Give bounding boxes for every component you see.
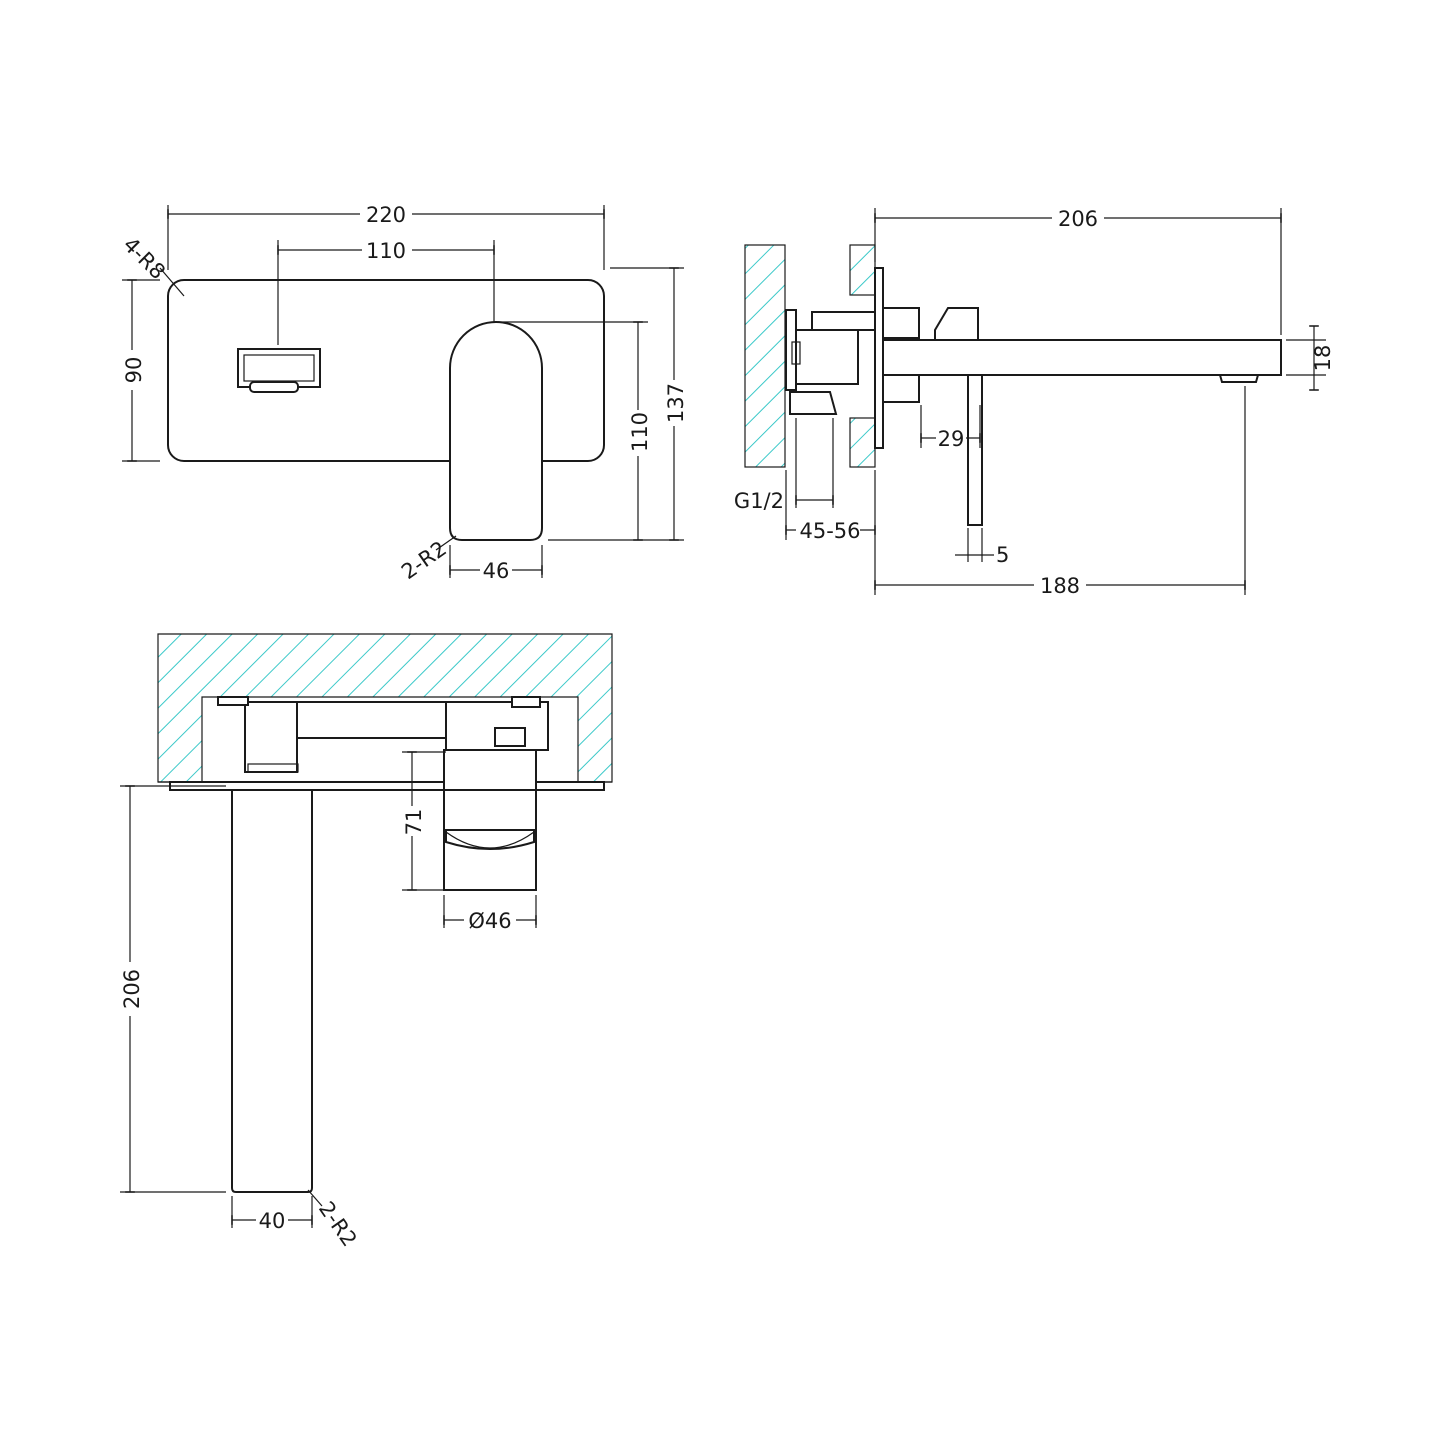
dim-inlet-thread: G1/2 — [734, 489, 784, 513]
handle-front — [449, 321, 543, 541]
dim-plate-height: 90 — [122, 357, 146, 384]
valve-body — [785, 309, 877, 415]
spout-side — [882, 339, 1282, 376]
dim-handle-width: 46 — [483, 559, 510, 583]
backplate — [167, 279, 605, 462]
backplate-edge — [874, 267, 884, 449]
side-view: 206 18 29 G1/2 45-56 5 188 — [734, 204, 1335, 598]
dim-handle-radius: 2-R2 — [397, 536, 451, 584]
dim-handle-height: 110 — [628, 412, 652, 452]
front-view: 220 110 4-R8 90 110 137 46 — [118, 200, 688, 584]
dim-total-projection: 206 — [1058, 207, 1098, 231]
dim-handle-projection: 71 — [402, 809, 426, 836]
dim-spout-length: 206 — [120, 969, 144, 1009]
valve-body-top — [217, 696, 549, 773]
dim-corner-radius: 4-R8 — [118, 233, 170, 285]
spout-top — [231, 789, 313, 1193]
wall-section-left — [744, 244, 786, 468]
dim-spout-radius: 2-R2 — [314, 1197, 362, 1251]
dim-overall-width: 220 — [366, 203, 406, 227]
dim-handle-to-spout: 110 — [366, 239, 406, 263]
dim-spout-height: 18 — [1311, 345, 1335, 372]
handle-top — [443, 749, 537, 891]
dim-handle-diameter: Ø46 — [468, 909, 511, 933]
dim-spout-width: 40 — [259, 1209, 286, 1233]
top-view: 71 Ø46 206 40 2-R2 — [116, 633, 613, 1251]
dim-overall-height: 137 — [664, 383, 688, 423]
lever-side — [934, 307, 979, 341]
spout-outlet — [237, 348, 321, 393]
dim-spout-projection: 188 — [1040, 574, 1080, 598]
wall-section-right — [849, 244, 876, 296]
dim-lever-thickness: 5 — [996, 543, 1009, 567]
dim-wall-depth: 45-56 — [799, 519, 860, 543]
dim-lever-offset: 29 — [938, 427, 965, 451]
